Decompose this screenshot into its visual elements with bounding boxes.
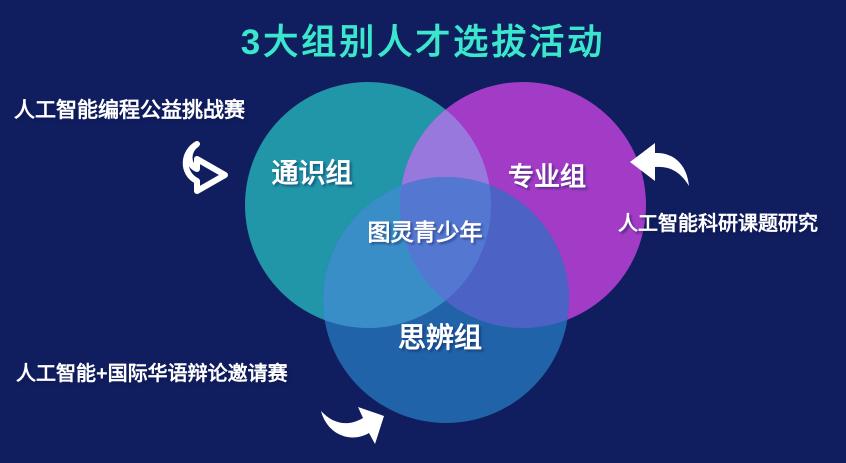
overlap-center [400, 177, 491, 328]
curved-arrow-up-right-icon [321, 407, 384, 444]
circle-label-professional: 专业组 [507, 161, 587, 192]
circle-label-general: 通识组 [271, 158, 353, 189]
annotation-general: 人工智能编程公益挑战赛 [14, 99, 245, 122]
page-title: 3大组别人才选拔活动 [240, 23, 606, 62]
curved-arrow-right-outline-icon [182, 141, 228, 194]
circle-label-center: 图灵青少年 [367, 219, 483, 245]
annotation-professional: 人工智能科研课题研究 [618, 213, 818, 235]
curved-arrow-up-right-path [321, 407, 384, 444]
curved-arrow-right-outline-path [182, 141, 228, 194]
circle-label-debate: 思辨组 [397, 322, 483, 353]
reply-arrow-left-path [630, 143, 689, 186]
annotation-debate: 人工智能+国际华语辩论邀请赛 [16, 363, 288, 385]
reply-arrow-left-icon [630, 143, 689, 186]
